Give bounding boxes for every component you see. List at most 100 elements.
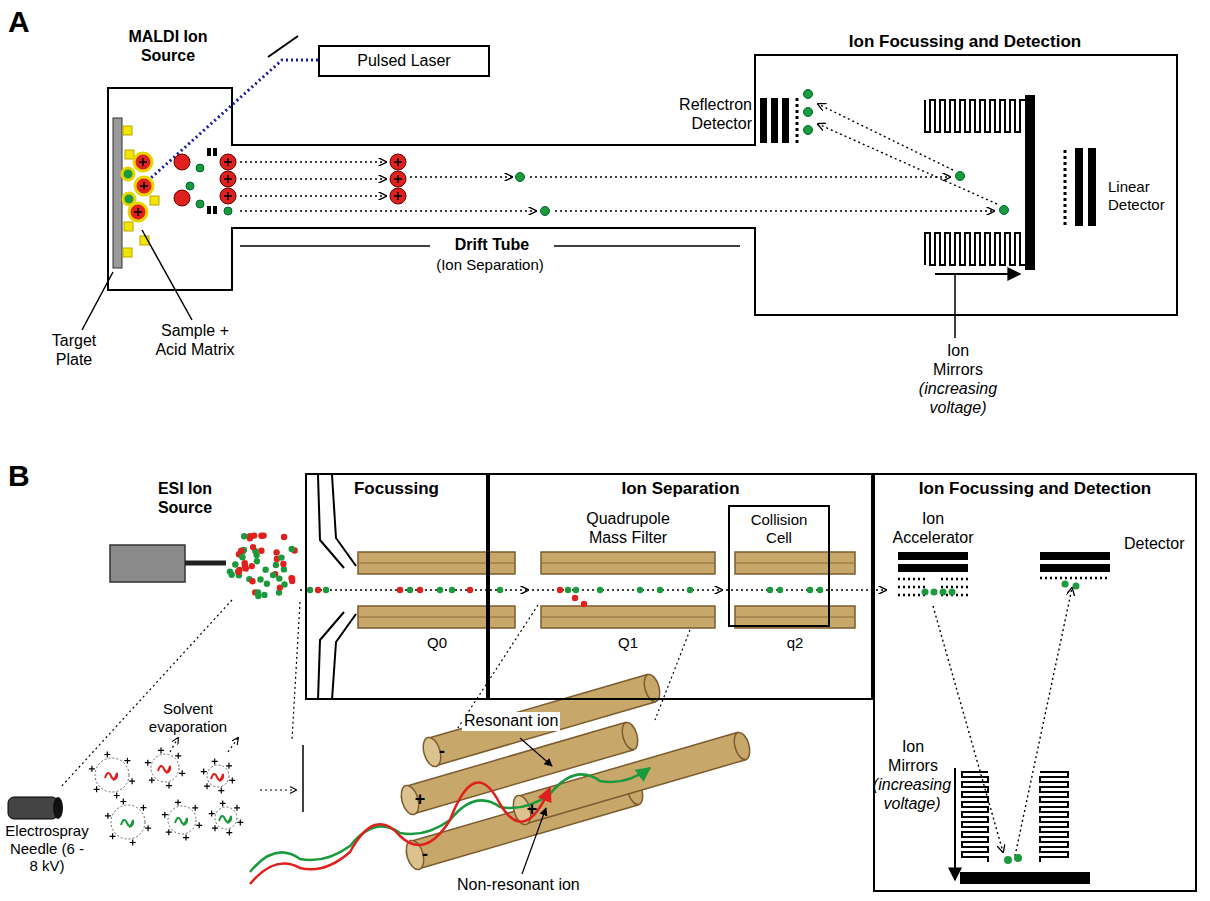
illustration-circle (687, 587, 693, 593)
illustration-rect (358, 552, 515, 574)
illustration-circle (249, 578, 255, 584)
text-label: Resonant ion (462, 712, 560, 731)
illustration-path (318, 612, 344, 700)
illustration-use (196, 822, 202, 828)
illustration-rect (123, 248, 132, 257)
text-label: q2 (775, 634, 815, 652)
text-label: ESI Ion Source (130, 480, 240, 518)
illustration-rect (213, 206, 217, 214)
illustration-circle (407, 587, 413, 593)
illustration-circle (255, 593, 261, 599)
illustration-circle (258, 548, 264, 554)
illustration-line (898, 578, 925, 581)
illustration-circle (270, 572, 276, 578)
illustration-line (142, 230, 192, 320)
illustration-line (954, 274, 956, 338)
illustration-circle (276, 575, 282, 581)
illustration-line (941, 578, 968, 581)
text-label: (Ion Separation) (420, 256, 560, 274)
illustration-g (174, 154, 406, 206)
illustration-line (240, 161, 386, 162)
text-label: + (410, 789, 430, 810)
illustration-circle (1000, 206, 1009, 215)
illustration-line (941, 586, 968, 589)
illustration-rect (541, 606, 715, 628)
illustration-line (268, 36, 298, 57)
illustration-line (545, 245, 740, 247)
illustration-path (219, 816, 231, 823)
illustration-line (735, 617, 855, 618)
illustration-use (220, 800, 226, 806)
illustration-line (1040, 577, 1110, 580)
text-label: - (415, 844, 435, 865)
illustration-rect (1025, 95, 1035, 270)
illustration-circle (565, 587, 571, 593)
illustration-path (250, 782, 550, 884)
illustration-rect (735, 552, 855, 574)
illustration-line (302, 745, 304, 812)
region-box: Pulsed Laser (318, 45, 490, 77)
illustration-g (186, 90, 1009, 216)
illustration-rect (1075, 148, 1083, 226)
illustration-circle (135, 177, 153, 195)
illustration-line (185, 561, 226, 566)
illustration-circle (390, 171, 406, 187)
illustration-path (962, 772, 988, 862)
illustration-circle (227, 568, 233, 574)
text-label: Sample + Acid Matrix (148, 322, 242, 360)
illustration-circle (174, 190, 190, 206)
illustration-circle (262, 567, 268, 573)
illustration-use (145, 760, 151, 766)
illustration-circle (111, 805, 145, 839)
illustration-circle (437, 587, 443, 593)
illustration-line (954, 768, 956, 880)
illustration-circle (557, 587, 563, 593)
illustration-rect (735, 606, 855, 628)
illustration-circle (467, 587, 473, 593)
illustration-use (140, 805, 146, 811)
illustration-circle (931, 589, 938, 596)
illustration-g (922, 581, 1080, 865)
illustration-g (123, 126, 159, 257)
illustration-rect (358, 606, 515, 628)
illustration-rect (110, 545, 185, 582)
illustration-circle (637, 587, 643, 593)
illustration-circle (236, 567, 242, 573)
region-box: Ion SeparationCollision Cell (488, 473, 873, 700)
illustration-circle (417, 587, 423, 593)
text-label: (increasing voltage) (872, 776, 952, 814)
illustration-circle (804, 126, 813, 135)
illustration-line (240, 210, 536, 211)
illustration-rect (541, 552, 715, 574)
text-label: Q0 (417, 634, 457, 652)
illustration-circle (922, 589, 929, 596)
illustration-g (898, 578, 1110, 595)
illustration-rect (1040, 552, 1110, 560)
illustration-circle (307, 587, 313, 593)
illustration-use (114, 793, 120, 799)
illustration-rect (8, 797, 58, 819)
illustration-line (520, 738, 552, 766)
illustration-line (170, 738, 178, 752)
illustration-circle (573, 587, 579, 593)
text-label: (increasing voltage) (915, 380, 1001, 418)
illustration-use (105, 813, 111, 819)
illustration-use (394, 175, 402, 183)
illustration-circle (807, 587, 813, 593)
illustration-rect (771, 98, 778, 143)
illustration-g (898, 552, 1110, 572)
illustration-g (1075, 148, 1096, 226)
illustration-circle (258, 533, 264, 539)
illustration-circle (289, 578, 295, 584)
illustration-path (318, 475, 344, 568)
illustration-circle (249, 563, 255, 569)
illustration-circle (273, 562, 279, 568)
illustration-use (140, 182, 148, 190)
illustration-circle (1073, 583, 1080, 590)
illustration-line (726, 589, 886, 590)
illustration-circle (390, 188, 406, 204)
illustration-g (398, 673, 752, 872)
text-label: Non-resonant ion (455, 876, 582, 895)
illustration-use (145, 825, 151, 831)
illustration-circle (254, 558, 260, 564)
